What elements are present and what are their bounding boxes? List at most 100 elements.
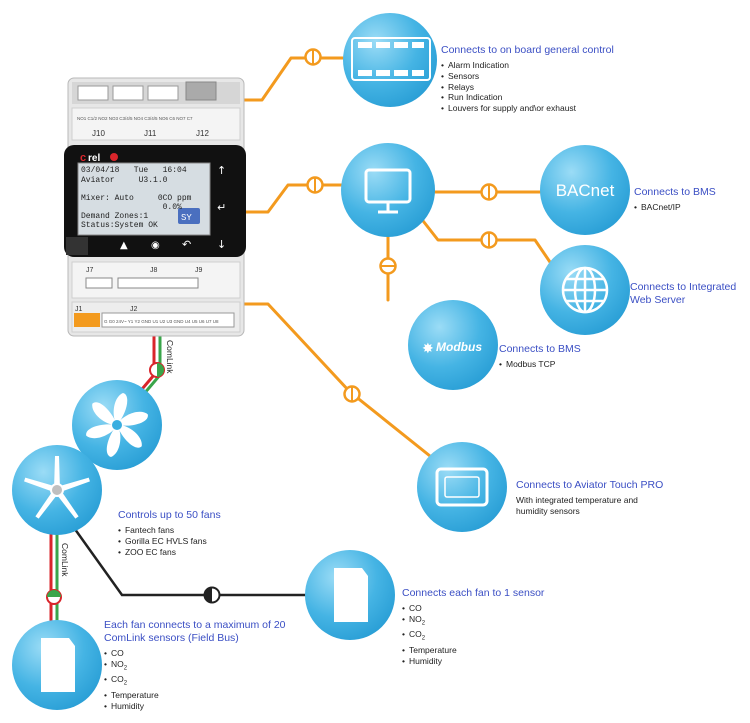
- fans-list: Fantech fans Gorilla EC HVLS fans ZOO EC…: [118, 525, 298, 557]
- alarm-icon: ▲: [120, 240, 128, 251]
- bacnet-caption: Connects to BMS BACnet/IP: [634, 186, 749, 213]
- comlink-label-upper: ComLink: [165, 340, 175, 374]
- board-caption: Connects to on board general control Ala…: [441, 44, 741, 114]
- fans-title: Controls up to 50 fans: [118, 509, 221, 521]
- globe-icon: [561, 266, 609, 314]
- sensor-icon: [41, 638, 75, 692]
- touch-caption: Connects to Aviator Touch PRO With integ…: [516, 479, 736, 517]
- comlink-sensors-caption: Each fan connects to a maximum of 20 Com…: [104, 619, 334, 711]
- list-item: Alarm Indication: [441, 60, 741, 71]
- svg-text:Mixer: Auto 0CO ppm: Mixer: Auto 0CO ppm: [81, 194, 192, 203]
- top-terminals: [77, 81, 217, 101]
- panel-buttons: ↑ ↵ ↓ ▲ ◉ ↶: [120, 164, 226, 251]
- svg-text:J1: J1: [75, 306, 83, 313]
- comlink-links: [46, 330, 165, 625]
- bacnet-list: BACnet/IP: [634, 202, 749, 213]
- sensor-junction: [203, 586, 221, 604]
- list-item: ZOO EC fans: [118, 547, 298, 558]
- svg-text:J2: J2: [130, 306, 138, 313]
- list-item: Humidity: [402, 656, 602, 667]
- circuit-board-icon: [351, 37, 431, 81]
- sensor-fan-list: CO NO2 CO2 Temperature Humidity: [402, 603, 602, 666]
- label-j10: J10: [92, 129, 105, 138]
- connector-node: [480, 183, 498, 201]
- link-display: [241, 183, 348, 214]
- touch-node: [417, 442, 507, 532]
- svg-text:0.0%: 0.0%: [81, 203, 182, 212]
- svg-text:Status:System OK: Status:System OK: [81, 221, 158, 230]
- label-j11: J11: [144, 129, 157, 138]
- list-item: Fantech fans: [118, 525, 298, 536]
- web-caption: Connects to Integrated Web Server: [630, 281, 748, 307]
- connector-node: [343, 385, 361, 403]
- bacnet-logo: BACnet: [556, 181, 615, 200]
- sensor-node-comlink: [12, 620, 102, 710]
- fan-node-upper: [72, 380, 162, 470]
- list-item: Humidity: [104, 701, 334, 712]
- list-item: Relays: [441, 82, 741, 93]
- list-item: Sensors: [441, 71, 741, 82]
- board-title: Connects to on board general control: [441, 44, 614, 56]
- list-item: Temperature: [402, 645, 602, 656]
- touch-panel-icon: [435, 467, 489, 507]
- list-item: Modbus TCP: [499, 359, 639, 370]
- board-list: Alarm Indication Sensors Relays Run Indi…: [441, 60, 741, 114]
- link-board: [231, 56, 347, 102]
- svg-text:SY: SY: [181, 213, 192, 223]
- modbus-title: Connects to BMS: [499, 343, 581, 355]
- escape-icon: ↶: [182, 238, 191, 251]
- bacnet-node: BACnet: [540, 145, 630, 235]
- modbus-logo: Modbus: [436, 340, 482, 354]
- svg-text:03/04/18 Tue 16:04: 03/04/18 Tue 16:04: [81, 166, 187, 175]
- sensor-fan-title: Connects each fan to 1 sensor: [402, 587, 545, 599]
- program-icon: ◉: [151, 240, 160, 251]
- fans-caption: Controls up to 50 fans Fantech fans Gori…: [118, 509, 298, 557]
- list-item: Louvers for supply and\or exhaust: [441, 103, 741, 114]
- modbus-list: Modbus TCP: [499, 359, 639, 370]
- sensor-link: [70, 524, 318, 604]
- up-arrow-icon: ↑: [217, 164, 226, 177]
- comlink-label-lower: ComLink: [60, 543, 70, 577]
- list-item: NO2: [104, 659, 334, 674]
- fan-node-lower: [12, 445, 102, 535]
- sensor-fan-caption: Connects each fan to 1 sensor CO NO2 CO2…: [402, 587, 602, 666]
- svg-text:J9: J9: [195, 267, 203, 274]
- list-item: BACnet/IP: [634, 202, 749, 213]
- modbus-node: ✸ Modbus: [408, 300, 498, 390]
- modbus-caption: Connects to BMS Modbus TCP: [499, 343, 639, 370]
- comlink-junction: [46, 589, 62, 605]
- web-title-line-2: Web Server: [630, 294, 686, 306]
- touch-title: Connects to Aviator Touch PRO: [516, 479, 664, 491]
- list-item: CO: [402, 603, 602, 614]
- svg-text:J7: J7: [86, 267, 94, 274]
- connector-nodes: [304, 48, 498, 403]
- down-arrow-icon: ↓: [217, 238, 226, 251]
- sensor-node-fan: [305, 550, 395, 640]
- connector-node: [480, 231, 498, 249]
- label-j12: J12: [196, 129, 209, 138]
- board-node: [343, 13, 437, 107]
- brand-logo: c: [80, 152, 86, 164]
- touch-desc-line-1: With integrated temperature and: [516, 495, 638, 505]
- comlink-junction: [149, 362, 165, 378]
- bacnet-title: Connects to BMS: [634, 186, 716, 198]
- list-item: NO2: [402, 614, 602, 629]
- lcd-text: 03/04/18 Tue 16:04 Aviator U3.1.0 Mixer:…: [81, 166, 192, 230]
- connector-node: [304, 48, 322, 66]
- connector-node: [379, 257, 397, 275]
- svg-text:J8: J8: [150, 267, 158, 274]
- svg-text:Demand Zones:1: Demand Zones:1: [81, 212, 148, 221]
- comlink-sensors-title-line-1: Each fan connects to a maximum of 20: [104, 619, 286, 631]
- display-node: [341, 143, 435, 237]
- fan-icon: [86, 393, 148, 457]
- svg-text:rel: rel: [88, 153, 100, 164]
- modbus-gear-icon: ✸: [422, 341, 434, 357]
- list-item: CO2: [402, 629, 602, 644]
- list-item: CO2: [104, 674, 334, 689]
- controller-device: NO1 C1/2 NO2 NO3 C3/4/5 NO4 C3/4/5 NO6 C…: [64, 77, 246, 337]
- touch-desc-line-2: humidity sensors: [516, 506, 580, 516]
- svg-text:Aviator U3.1.0: Aviator U3.1.0: [81, 176, 168, 185]
- list-item: Run Indication: [441, 92, 741, 103]
- connector-node: [306, 176, 324, 194]
